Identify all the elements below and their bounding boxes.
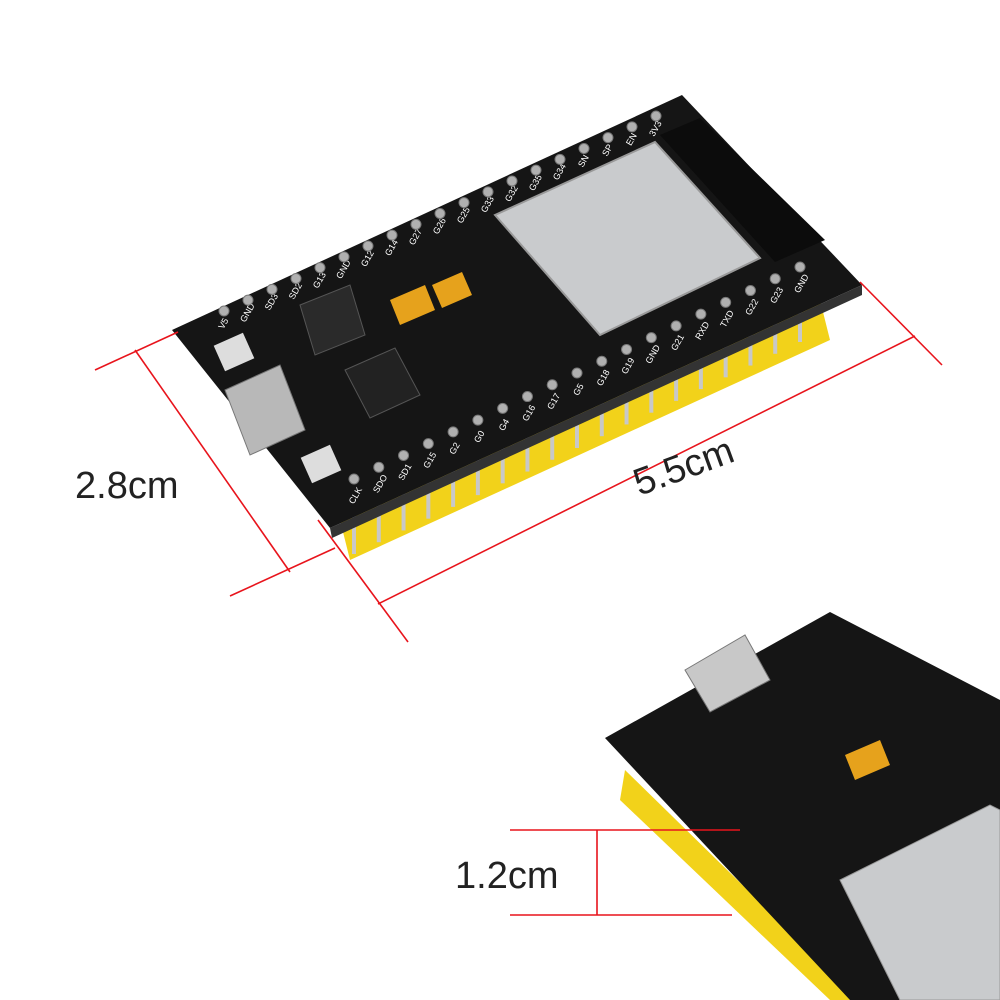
pin-hole bbox=[695, 308, 707, 320]
pin-hole bbox=[482, 186, 494, 198]
cp2102-chip bbox=[344, 347, 421, 419]
pin-hole bbox=[596, 355, 608, 367]
height-dimension-label: 1.2cm bbox=[455, 855, 559, 897]
dimension-lines bbox=[94, 281, 943, 643]
en-button bbox=[213, 332, 255, 372]
pin-hole bbox=[571, 367, 583, 379]
pin-hole bbox=[338, 251, 350, 263]
boot-button bbox=[300, 444, 342, 484]
pin-hole bbox=[794, 261, 806, 273]
pin-hole bbox=[348, 473, 360, 485]
usb-port-2 bbox=[684, 634, 771, 713]
width-dimension-label: 2.8cm bbox=[75, 465, 179, 507]
pin-label: V5 bbox=[216, 316, 230, 331]
pin-hole bbox=[578, 143, 590, 154]
pin-hole bbox=[530, 164, 542, 176]
pin-hole bbox=[242, 294, 254, 306]
pin-hole bbox=[422, 438, 434, 450]
esp32-shield bbox=[493, 140, 762, 337]
pin-hole bbox=[362, 240, 374, 252]
pin-hole bbox=[521, 391, 533, 403]
pin-hole bbox=[434, 208, 446, 219]
pcb-edge bbox=[330, 285, 862, 538]
pin-hole bbox=[497, 402, 509, 414]
pin-hole bbox=[645, 332, 657, 344]
pin-hole bbox=[554, 153, 566, 165]
pin-hole bbox=[266, 283, 278, 295]
pin-hole bbox=[290, 273, 302, 284]
pin-hole bbox=[314, 262, 326, 274]
pin-hole bbox=[602, 132, 614, 144]
pin-hole bbox=[398, 449, 410, 461]
pin-hole bbox=[546, 379, 558, 391]
height-dimension-lines bbox=[510, 829, 740, 916]
antenna-area bbox=[660, 118, 825, 262]
tantalum-cap-2 bbox=[432, 272, 472, 308]
pin-hole bbox=[410, 218, 422, 230]
pin-hole bbox=[447, 426, 459, 438]
tantalum-cap bbox=[390, 285, 435, 325]
pin-hole bbox=[218, 305, 230, 317]
pin-hole bbox=[769, 273, 781, 285]
pin-hole bbox=[626, 121, 638, 133]
pin-hole bbox=[506, 175, 518, 187]
usb-port bbox=[224, 364, 306, 456]
pin-hole bbox=[650, 110, 662, 122]
esp32-shield-2 bbox=[839, 804, 1000, 1000]
pin-hole bbox=[621, 343, 633, 355]
tantalum-cap-3 bbox=[845, 740, 890, 780]
pin-hole bbox=[373, 461, 385, 473]
pin-hole bbox=[386, 229, 398, 241]
pin-hole bbox=[458, 197, 470, 209]
regulator bbox=[299, 284, 366, 356]
pin-hole bbox=[744, 285, 756, 297]
pin-hole bbox=[720, 296, 732, 308]
pin-hole bbox=[670, 320, 682, 332]
pin-hole bbox=[472, 414, 484, 426]
